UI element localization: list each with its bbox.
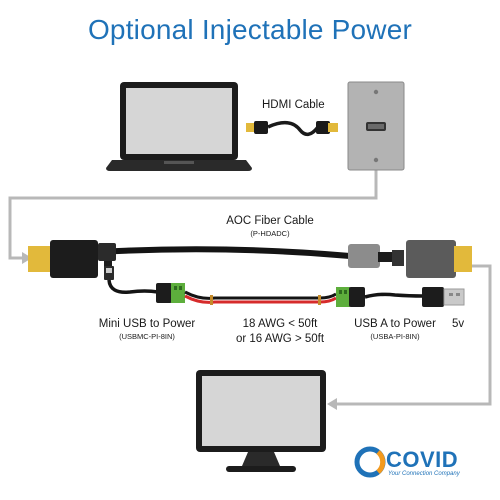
aoc-fiber-cable-icon bbox=[28, 240, 472, 278]
mini-usb-part-number: (USBMC-PI-8IN) bbox=[119, 332, 175, 341]
usb-a-voltage: 5v bbox=[452, 318, 465, 330]
brand-name: COVID bbox=[386, 447, 459, 472]
wall-plate-icon bbox=[347, 81, 405, 171]
page-title: Optional Injectable Power bbox=[87, 14, 413, 45]
aoc-cable-part-number: (P-HDADC) bbox=[250, 229, 290, 238]
hdmi-cable-icon bbox=[246, 120, 338, 137]
aoc-cable-label: AOC Fiber Cable bbox=[226, 215, 314, 227]
usb-a-label: USB A to Power bbox=[354, 318, 436, 330]
route-wallplate-to-source bbox=[8, 170, 378, 260]
route-lines bbox=[8, 170, 492, 406]
mini-usb-power-cable-icon bbox=[104, 266, 185, 303]
usb-a-part-number: (USBA-PI-8IN) bbox=[370, 332, 420, 341]
wire-gauge-line2: or 16 AWG > 50ft bbox=[235, 333, 325, 345]
mini-usb-label: Mini USB to Power bbox=[98, 318, 196, 330]
power-wire-icon bbox=[184, 290, 337, 305]
monitor-icon bbox=[196, 370, 326, 472]
brand-tagline: Your Connection Company bbox=[388, 471, 460, 477]
wire-gauge-line1: 18 AWG < 50ft bbox=[242, 318, 318, 330]
route-arrow-source bbox=[22, 252, 32, 264]
route-arrow-monitor bbox=[327, 398, 337, 410]
hdmi-cable-label: HDMI Cable bbox=[262, 99, 325, 111]
route-sink-to-monitor bbox=[333, 264, 492, 406]
laptop-icon bbox=[106, 82, 252, 171]
usb-a-power-cable-icon bbox=[336, 287, 465, 307]
brand-logo-icon bbox=[354, 446, 386, 478]
